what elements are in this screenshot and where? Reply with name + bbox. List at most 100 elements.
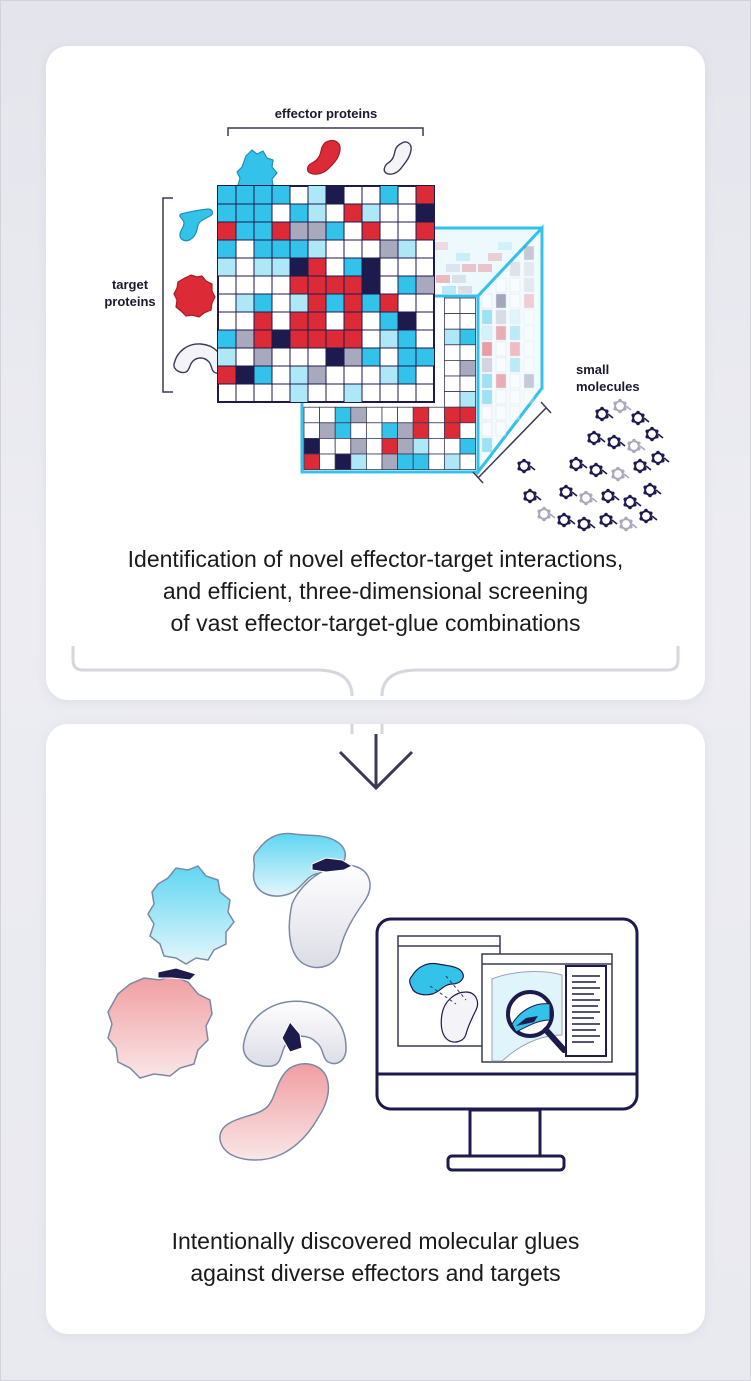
caption-line: Intentionally discovered molecular glues xyxy=(171,1228,580,1254)
cube-side-cell xyxy=(481,437,493,453)
axis-tick xyxy=(540,401,552,414)
cube-side-cell xyxy=(523,261,535,277)
caption-line: Identification of novel effector-target … xyxy=(127,546,624,572)
cube-cell xyxy=(381,453,399,471)
cube-cell xyxy=(319,437,336,455)
cube-cell xyxy=(412,453,430,471)
cyan-protein-icon xyxy=(179,208,214,242)
cube-cell xyxy=(397,406,414,424)
matrix-cell xyxy=(380,186,398,204)
cube-cell xyxy=(443,375,461,393)
matrix-cell xyxy=(236,294,254,312)
grey-protein-icon xyxy=(173,343,224,374)
cube-cell xyxy=(443,391,461,408)
cube-cell xyxy=(334,453,352,471)
magnifier-icon xyxy=(506,990,567,1053)
cube-side-cell xyxy=(495,373,507,389)
matrix-cell xyxy=(362,276,380,294)
matrix-cell xyxy=(398,312,416,330)
matrix-cell xyxy=(218,258,236,276)
matrix-cell xyxy=(254,348,272,366)
result-diagram xyxy=(107,724,639,1172)
matrix-cell xyxy=(236,204,254,222)
cube-side-cell xyxy=(509,309,521,325)
cube-cell xyxy=(365,422,383,439)
matrix-cell xyxy=(326,348,344,366)
cube-side-cell xyxy=(495,309,507,325)
matrix-cell xyxy=(344,204,362,222)
cube-cell xyxy=(303,422,321,439)
cube-cell xyxy=(365,437,383,455)
cube-cell xyxy=(459,422,477,439)
cube-side-cell xyxy=(509,405,521,421)
matrix-cell xyxy=(416,222,434,240)
red-protein-icon xyxy=(173,274,216,318)
matrix-cell xyxy=(218,240,236,258)
matrix-cell xyxy=(326,186,344,204)
matrix-cell xyxy=(290,222,308,240)
cube-side-cell xyxy=(509,373,521,389)
cube-cell xyxy=(381,406,399,424)
cube-cell xyxy=(459,359,477,377)
matrix-cell xyxy=(344,384,362,402)
matrix-cell xyxy=(326,294,344,312)
cube-side-cell xyxy=(481,389,493,405)
cube-top-cell xyxy=(498,242,512,250)
screening-caption: Identification of novel effector-target … xyxy=(46,543,705,639)
matrix-cell xyxy=(362,258,380,276)
matrix-cell xyxy=(254,240,272,258)
cube-side-cell xyxy=(481,357,493,373)
matrix-cell xyxy=(344,330,362,348)
cyan-protein-icon xyxy=(236,149,278,192)
cube-cell xyxy=(350,453,367,471)
cube-cell xyxy=(412,437,430,455)
matrix-cell xyxy=(326,222,344,240)
matrix-cell xyxy=(344,312,362,330)
cube-cell xyxy=(443,328,461,346)
cube-side-cell xyxy=(509,357,521,373)
cube-side-cell xyxy=(495,277,507,293)
cube-top-cell xyxy=(452,275,466,283)
cube-cell xyxy=(459,313,477,330)
matrix-cell xyxy=(344,348,362,366)
cube-cell xyxy=(443,344,461,361)
cube-side-cell xyxy=(523,245,535,261)
glue-molecule xyxy=(281,1021,303,1053)
cube-cell xyxy=(459,297,477,315)
matrix-cell xyxy=(308,294,326,312)
pink-effector-protein xyxy=(107,975,213,1079)
cube-cell xyxy=(459,344,477,361)
matrix-cell xyxy=(290,384,308,402)
matrix-cell xyxy=(416,186,434,204)
matrix-cell xyxy=(308,222,326,240)
cube-cell xyxy=(334,406,352,424)
cube-side-cell xyxy=(523,341,535,357)
cube-cell xyxy=(443,422,461,439)
grey-protein-icon xyxy=(440,991,479,1043)
grey-protein-icon xyxy=(383,141,412,175)
red-protein-icon xyxy=(306,139,341,175)
matrix-cell xyxy=(326,330,344,348)
document-lines xyxy=(572,975,600,1043)
matrix-cell xyxy=(416,348,434,366)
matrix-cell xyxy=(398,366,416,384)
cube-side-cell xyxy=(509,341,521,357)
matrix-cell xyxy=(398,348,416,366)
matrix-cell xyxy=(254,222,272,240)
matrix-cell xyxy=(290,330,308,348)
cube-side-cell xyxy=(481,373,493,389)
cube-cell xyxy=(428,437,445,455)
matrix-cell xyxy=(398,276,416,294)
small-molecules-label-line1: small xyxy=(576,362,609,377)
cube-top-cell xyxy=(478,264,492,272)
matrix-cell xyxy=(236,366,254,384)
cube-top-cell xyxy=(442,286,456,294)
matrix-cell xyxy=(218,330,236,348)
matrix-cell xyxy=(254,366,272,384)
matrix-cell xyxy=(218,348,236,366)
cube-side-cell xyxy=(523,389,535,405)
matrix-cell xyxy=(362,222,380,240)
cube-top-cell xyxy=(434,242,448,250)
cube-top-cell xyxy=(436,275,450,283)
caption-line: against diverse effectors and targets xyxy=(190,1260,561,1286)
